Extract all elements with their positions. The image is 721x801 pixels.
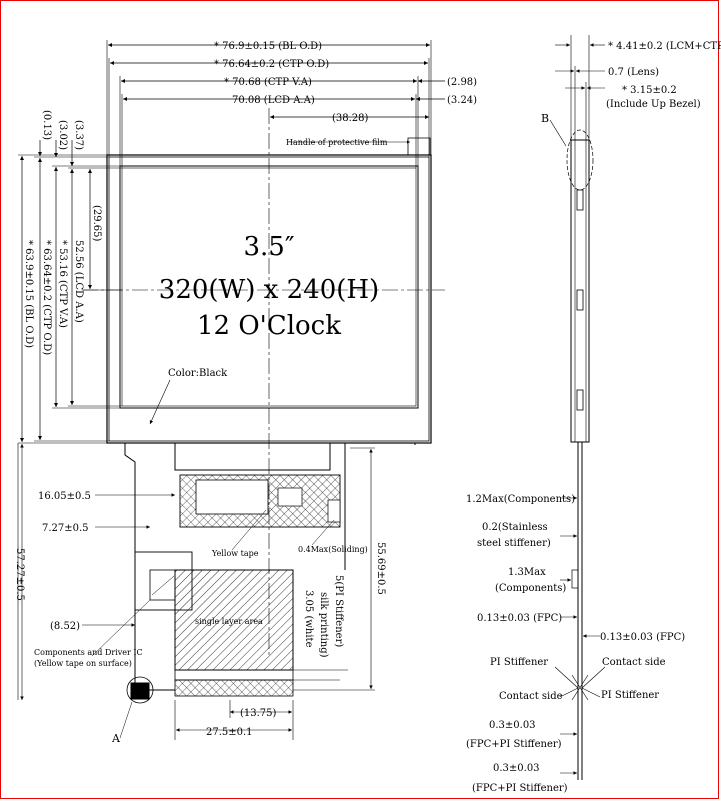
panel-resolution: 320(W) x 240(H)	[159, 275, 379, 305]
front-view	[82, 108, 445, 655]
dim-bl-od-v: * 63.9±0.15 (BL O.D)	[23, 240, 34, 348]
dim-1605: 16.05±0.5	[38, 491, 91, 502]
dim-lens: 0.7 (Lens)	[608, 67, 659, 78]
components-max: 1.2Max(Components)	[466, 494, 575, 505]
side-view	[566, 129, 594, 780]
dim-ctp-va-v: * 53.16 (CTP V.A)	[57, 240, 68, 328]
fpc-pi-2b: (FPC+PI Stiffener)	[472, 783, 568, 794]
dim-half-width: (38.28)	[332, 113, 369, 124]
components-13-1: 1.3Max	[508, 567, 546, 578]
components-note-2: (Yellow tape on surface)	[34, 659, 132, 668]
dim-lcd-aa: 70.08 (LCD A.A)	[232, 95, 315, 106]
dim-5569: 55.69±0.5	[375, 542, 386, 595]
dim-lcd-aa-right: (3.24)	[447, 95, 477, 106]
panel-orientation: 12 O'Clock	[197, 311, 341, 341]
dim-275: 27.5±0.1	[206, 727, 253, 738]
contact-side-right: Contact side	[602, 657, 666, 668]
yellow-tape-note: Yellow tape	[211, 549, 259, 558]
fpc-tail	[124, 443, 416, 704]
handle-note: Handle of protective film	[286, 138, 388, 147]
pi-stiffener-left: PI Stiffener	[490, 657, 548, 668]
dim-727: 7.27±0.5	[42, 523, 89, 534]
detail-a-label: A	[111, 732, 121, 745]
silk-note-1: 3.05 (white	[303, 590, 314, 648]
silk-note-2: silk printing)	[318, 592, 329, 658]
detail-b-label: B	[541, 112, 549, 125]
dim-lcm-ctp: * 4.41±0.2 (LCM+CTP)	[608, 41, 721, 52]
fpc-thickness-b: 0.13±0.03 (FPC)	[600, 632, 685, 643]
fpc-thickness: 0.13±0.03 (FPC)	[477, 613, 562, 624]
contact-side-left: Contact side	[499, 691, 563, 702]
dim-ctp-od: * 76.64±0.2 (CTP O.D)	[214, 59, 329, 70]
components-note-1: Components and Driver IC	[34, 648, 143, 657]
pi-stiffener-right: PI Stiffener	[601, 690, 659, 701]
dim-up-bezel-2: (Include Up Bezel)	[606, 99, 701, 110]
color-note: Color:Black	[168, 368, 228, 379]
dim-ctp-va-right: (2.98)	[447, 77, 477, 88]
components-13-2: (Components)	[495, 583, 566, 594]
dim-852: (8.52)	[50, 621, 80, 632]
dim-1375: (13.75)	[240, 708, 277, 719]
stainless-note-1: 0.2(Stainless	[482, 522, 548, 533]
fpc-pi-2a: 0.3±0.03	[493, 763, 540, 774]
dim-337: (3.37)	[73, 120, 84, 150]
dim-up-bezel-1: * 3.15±0.2	[622, 85, 677, 96]
dim-5727: 57.27±0.5	[14, 548, 25, 601]
fpc-pi-1b: (FPC+PI Stiffener)	[466, 739, 562, 750]
dim-bl-od: * 76.9±0.15 (BL O.D)	[214, 41, 322, 52]
single-layer-note: single layer area	[195, 617, 263, 626]
dim-ctp-od-v: * 63.64±0.2 (CTP O.D)	[41, 240, 52, 355]
dim-2965: (29.65)	[91, 205, 102, 242]
dim-302: (3.02)	[57, 120, 68, 150]
stainless-note-2: steel stiffener)	[477, 538, 551, 549]
pi-stiffener-dim: 5(PI Stiffener)	[333, 575, 344, 647]
dim-013: (0.13)	[41, 110, 52, 140]
fpc-pi-1a: 0.3±0.03	[489, 720, 536, 731]
panel-size: 3.5″	[243, 232, 294, 262]
dim-lcd-aa-v: 52.56 (LCD A.A)	[73, 240, 84, 323]
dim-ctp-va: * 70.68 (CTP V.A)	[224, 77, 312, 88]
soliding-note: 0.4Max(Soliding)	[298, 545, 368, 554]
